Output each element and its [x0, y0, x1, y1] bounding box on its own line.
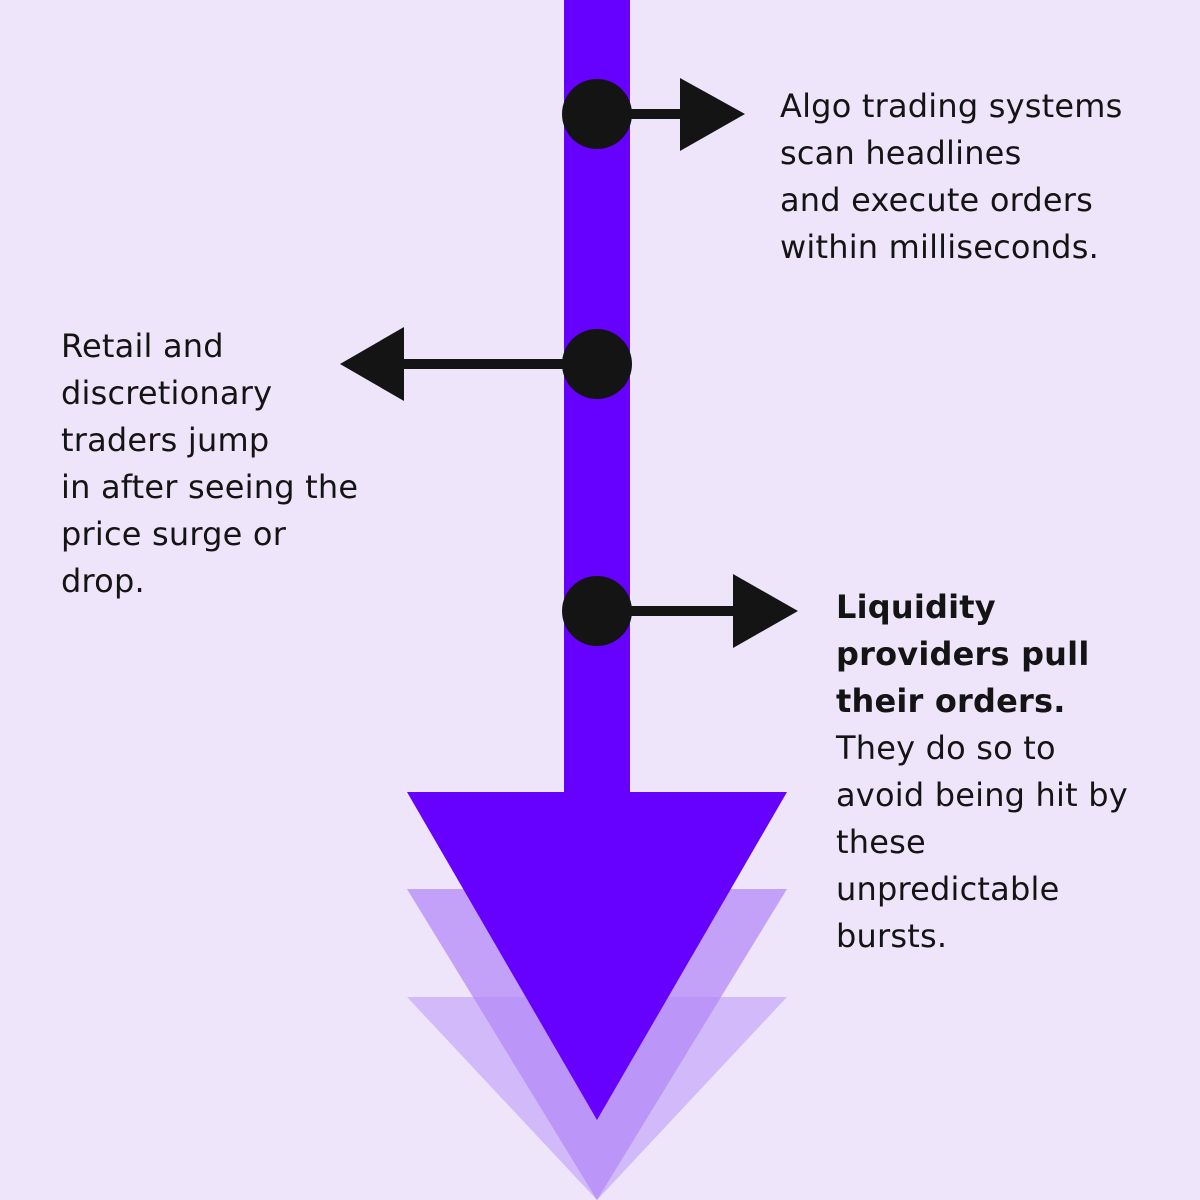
annotation-line: unpredictable: [836, 870, 1060, 908]
annotation-line: bursts.: [836, 917, 948, 955]
dot-icon: [562, 576, 632, 646]
annotation-bold-line: Liquidity: [836, 588, 996, 626]
annotation-line: price surge or: [61, 515, 287, 553]
connector-liquidity: [562, 574, 798, 648]
annotation-line: within milliseconds.: [780, 228, 1099, 266]
annotation-line: traders jump: [61, 421, 270, 459]
arrowhead-icon: [733, 574, 798, 648]
arrowhead-icon: [340, 327, 404, 401]
connector-algo: [562, 78, 745, 151]
annotation-liquidity-providers: Liquidity providers pull their orders. T…: [836, 584, 1128, 960]
annotation-line: and execute orders: [780, 181, 1094, 219]
annotation-line: these: [836, 823, 926, 861]
annotation-bold-line: providers pull: [836, 635, 1090, 673]
annotation-line: drop.: [61, 562, 145, 600]
down-arrow-icon: [407, 792, 787, 1120]
annotation-line: Algo trading systems: [780, 87, 1123, 125]
annotation-bold-line: their orders.: [836, 682, 1066, 720]
annotation-line: Retail and: [61, 327, 224, 365]
annotation-line: avoid being hit by: [836, 776, 1128, 814]
annotation-line: scan headlines: [780, 134, 1022, 172]
arrowhead-icon: [680, 78, 745, 151]
annotation-line: They do so to: [836, 729, 1056, 767]
annotation-algo-trading: Algo trading systems scan headlines and …: [780, 83, 1122, 271]
dot-icon: [562, 79, 632, 149]
annotation-retail-traders: Retail and discretionary traders jump in…: [61, 323, 358, 605]
annotation-line: in after seeing the: [61, 468, 359, 506]
annotation-line: discretionary: [61, 374, 273, 412]
dot-icon: [562, 329, 632, 399]
connector-retail: [340, 327, 632, 401]
